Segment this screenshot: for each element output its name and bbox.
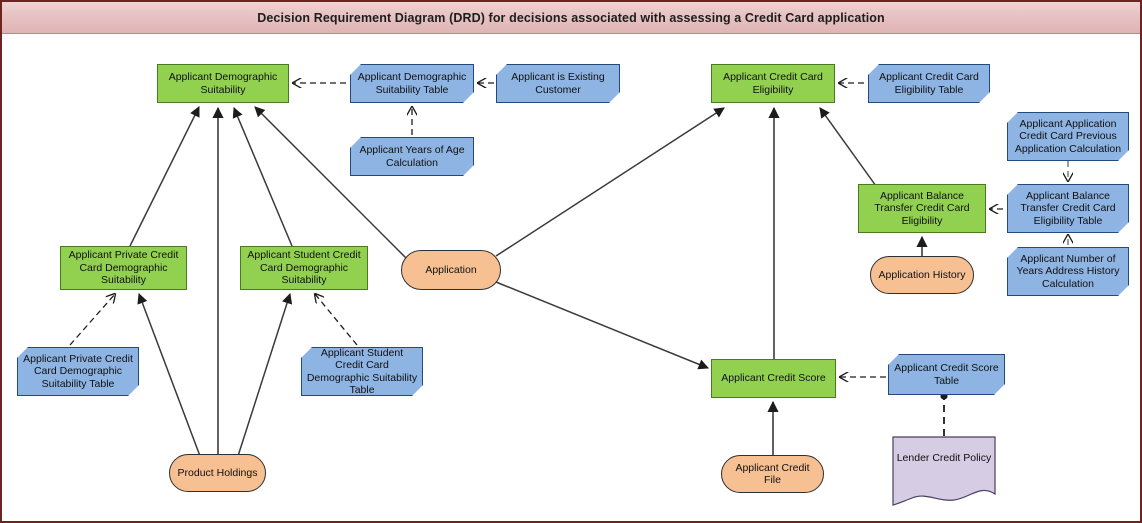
input-data-applicant-credit-file[interactable]: Applicant Credit File xyxy=(721,455,824,493)
knowledge-source-applicant-credit-card-eligibility-table[interactable]: Applicant Credit Card Eligibility Table xyxy=(868,64,990,103)
node-label: Applicant Number of Years Address Histor… xyxy=(1016,252,1120,290)
edge-private-demographic-to-demographic-suitability xyxy=(129,106,200,247)
input-data-product-holdings[interactable]: Product Holdings xyxy=(169,454,266,492)
decision-applicant-demographic-suitability[interactable]: Applicant Demographic Suitability xyxy=(157,64,289,103)
node-label: Applicant Balance Transfer Credit Card E… xyxy=(1020,189,1116,227)
node-label: Applicant Application Credit Card Previo… xyxy=(1014,117,1122,155)
diagram-canvas: Applicant Demographic Suitability Applic… xyxy=(2,34,1142,521)
node-label: Applicant Credit Score Table xyxy=(894,362,999,387)
decision-applicant-private-credit-card-demographic-suitability[interactable]: Applicant Private Credit Card Demographi… xyxy=(60,246,187,290)
edge-application-to-credit-score xyxy=(495,281,709,370)
diagram-title-bar: Decision Requirement Diagram (DRD) for d… xyxy=(2,2,1140,34)
node-label: Application History xyxy=(878,268,966,281)
page-title: Decision Requirement Diagram (DRD) for d… xyxy=(257,10,885,25)
input-data-application[interactable]: Application xyxy=(401,250,501,290)
document-shape-icon xyxy=(892,436,996,506)
knowledge-source-applicant-student-credit-card-demographic-suitability-table[interactable]: Applicant Student Credit Card Demographi… xyxy=(301,347,423,396)
node-label: Applicant Private Credit Card Demographi… xyxy=(23,352,133,390)
knowledge-source-applicant-balance-transfer-credit-card-eligibility-table[interactable]: Applicant Balance Transfer Credit Card E… xyxy=(1007,184,1129,233)
edge-application-to-credit-card-eligibility xyxy=(495,107,725,257)
edge-application-to-demographic-suitability xyxy=(254,106,407,259)
node-label: Applicant Demographic Suitability xyxy=(168,71,278,96)
node-label: Applicant Credit Score xyxy=(721,372,826,385)
knowledge-source-applicant-is-existing-customer[interactable]: Applicant is Existing Customer xyxy=(496,64,620,103)
node-label: Applicant Credit Card Eligibility xyxy=(723,71,823,96)
knowledge-source-applicant-application-credit-card-previous-application-calculation[interactable]: Applicant Application Credit Card Previo… xyxy=(1007,112,1129,161)
node-label: Lender Credit Policy xyxy=(896,451,992,464)
decision-applicant-student-credit-card-demographic-suitability[interactable]: Applicant Student Credit Card Demographi… xyxy=(240,246,368,290)
knowledge-source-applicant-credit-score-table[interactable]: Applicant Credit Score Table xyxy=(888,354,1005,395)
knowledge-source-applicant-number-of-years-address-history-calculation[interactable]: Applicant Number of Years Address Histor… xyxy=(1007,247,1129,296)
node-label: Applicant Credit Card Eligibility Table xyxy=(879,71,979,96)
edge-student-table-to-student-demographic xyxy=(315,294,358,346)
input-data-application-history[interactable]: Application History xyxy=(870,256,974,294)
decision-applicant-credit-card-eligibility[interactable]: Applicant Credit Card Eligibility xyxy=(711,64,835,103)
edge-product-holdings-to-private-demographic xyxy=(137,293,201,457)
decision-applicant-credit-score[interactable]: Applicant Credit Score xyxy=(711,359,836,398)
node-label: Applicant Balance Transfer Credit Card E… xyxy=(874,189,970,227)
node-label: Applicant Years of Age Calculation xyxy=(359,144,465,169)
knowledge-source-applicant-demographic-suitability-table[interactable]: Applicant Demographic Suitability Table xyxy=(350,64,474,103)
decision-applicant-balance-transfer-credit-card-eligibility[interactable]: Applicant Balance Transfer Credit Card E… xyxy=(858,184,986,233)
edge-product-holdings-to-student-demographic xyxy=(237,293,293,457)
knowledge-source-applicant-years-of-age-calculation[interactable]: Applicant Years of Age Calculation xyxy=(350,137,474,176)
node-label: Product Holdings xyxy=(177,466,258,479)
node-label: Application xyxy=(425,263,477,276)
edge-student-demographic-to-demographic-suitability xyxy=(232,107,293,247)
node-label: Applicant Credit File xyxy=(735,461,810,486)
node-label: Applicant is Existing Customer xyxy=(511,71,605,96)
node-label: Applicant Demographic Suitability Table xyxy=(357,71,467,96)
node-label: Applicant Student Credit Card Demographi… xyxy=(306,346,418,396)
node-label: Applicant Student Credit Card Demographi… xyxy=(247,249,361,287)
document-lender-credit-policy[interactable]: Lender Credit Policy xyxy=(892,436,996,506)
knowledge-source-applicant-private-credit-card-demographic-suitability-table[interactable]: Applicant Private Credit Card Demographi… xyxy=(17,347,139,396)
edge-balance-transfer-to-credit-card-eligibility xyxy=(819,107,877,187)
node-label: Applicant Private Credit Card Demographi… xyxy=(68,249,179,287)
edge-private-table-to-private-demographic xyxy=(69,294,115,346)
